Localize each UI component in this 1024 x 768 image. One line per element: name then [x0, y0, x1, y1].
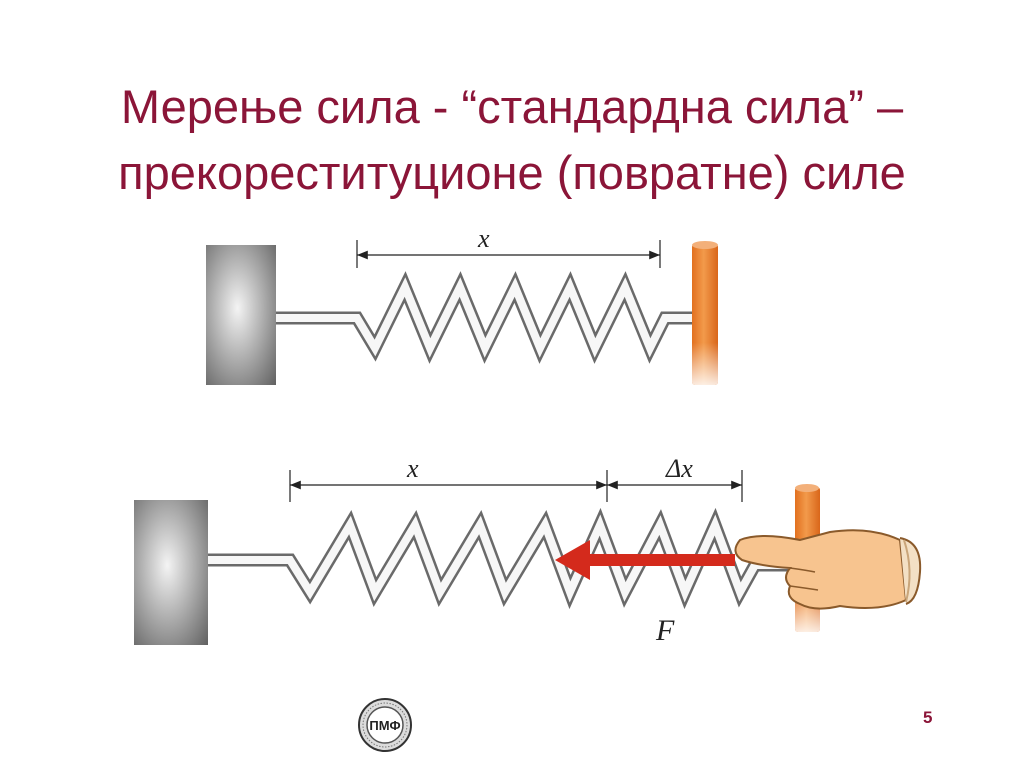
- hand-icon: [734, 529, 922, 610]
- spring-top-highlight: [276, 277, 692, 358]
- label-x-top: x: [477, 224, 490, 253]
- wall-block-top: [206, 245, 276, 385]
- spring-bottom-highlight: [208, 514, 790, 603]
- label-x-bottom: x: [406, 454, 419, 483]
- logo-text: ПМФ: [369, 718, 400, 733]
- label-delta-x: Δx: [665, 454, 693, 483]
- faculty-logo: ПМФ: [358, 698, 412, 752]
- slide-title: Мерење сила - “стандардна сила” – прекор…: [0, 74, 1024, 206]
- wall-block-bottom: [134, 500, 208, 645]
- title-line-1: Мерење сила - “стандардна сила” –: [120, 80, 904, 133]
- page-number: 5: [923, 708, 933, 727]
- label-force: F: [655, 614, 675, 647]
- title-line-2: прекореституционе (повратне) силе: [118, 146, 906, 199]
- force-arrow: [555, 540, 735, 580]
- rod-top: [692, 241, 718, 385]
